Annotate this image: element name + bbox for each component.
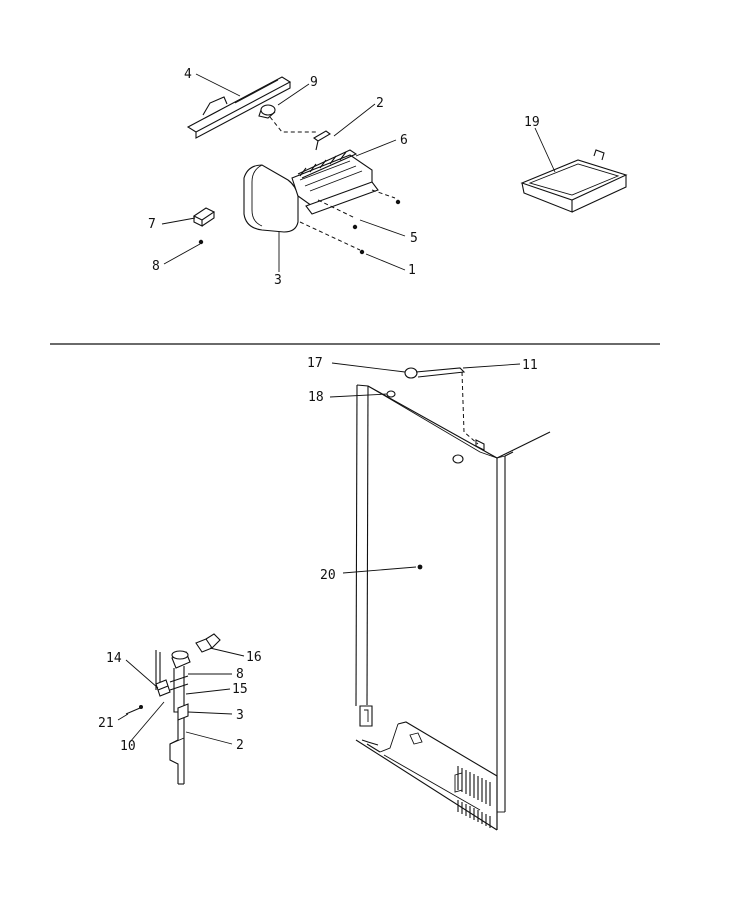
screw-dot: [352, 224, 358, 230]
callout-4: 4: [184, 67, 192, 82]
leader-lines-top: [161, 73, 556, 272]
ice-maker-assembly-group: 4 9 2 6 19 7 8 3 5 1: [148, 67, 628, 288]
leader-lines-liner: [329, 362, 521, 574]
shutoff-arm-part: [186, 76, 292, 139]
callout-3-top: 3: [274, 273, 282, 288]
screw-dot: [359, 249, 365, 255]
callout-2-top: 2: [376, 96, 384, 111]
callout-1: 1: [408, 263, 416, 278]
connector-dashed-line: [371, 189, 396, 199]
connector-dashed-line: [269, 116, 318, 133]
callout-21: 21: [98, 716, 114, 731]
screw-dot: [395, 199, 401, 205]
bracket-part: [192, 207, 216, 227]
callout-16: 16: [246, 650, 262, 665]
callout-20: 20: [320, 568, 336, 583]
water-tube-part: [404, 367, 485, 464]
callout-2-bottom: 2: [236, 738, 244, 753]
callout-14: 14: [106, 651, 122, 666]
ice-bin-part: [520, 149, 628, 213]
screw-dot: [139, 705, 143, 709]
clip-part: [258, 104, 276, 119]
screw-dot: [198, 239, 204, 245]
callout-10: 10: [120, 739, 136, 754]
callout-15: 15: [232, 682, 248, 697]
fastener-part-top: [313, 130, 331, 151]
callout-11: 11: [522, 358, 538, 373]
callout-8-bottom: 8: [236, 667, 244, 682]
callout-5: 5: [410, 231, 418, 246]
valve-assembly-group: 14 16 8 15 21 3 10 2: [98, 633, 262, 785]
connector-dashed-line: [299, 221, 361, 251]
callout-8-top: 8: [152, 259, 160, 274]
callout-6: 6: [400, 133, 408, 148]
grommet-part: [386, 390, 396, 398]
callout-3-bottom: 3: [236, 708, 244, 723]
callout-18: 18: [308, 390, 324, 405]
callout-7: 7: [148, 217, 156, 232]
ice-maker-body-part: [243, 149, 379, 233]
callout-9: 9: [310, 75, 318, 90]
cabinet-liner-group: 17 11 18 20: [307, 356, 551, 831]
callout-19: 19: [524, 115, 540, 130]
screw-dot: [417, 564, 423, 570]
cabinet-liner-panel-part: [355, 384, 551, 831]
callout-17: 17: [307, 356, 323, 371]
leader-lines-valve: [117, 647, 245, 745]
grille-vents: [454, 766, 491, 828]
